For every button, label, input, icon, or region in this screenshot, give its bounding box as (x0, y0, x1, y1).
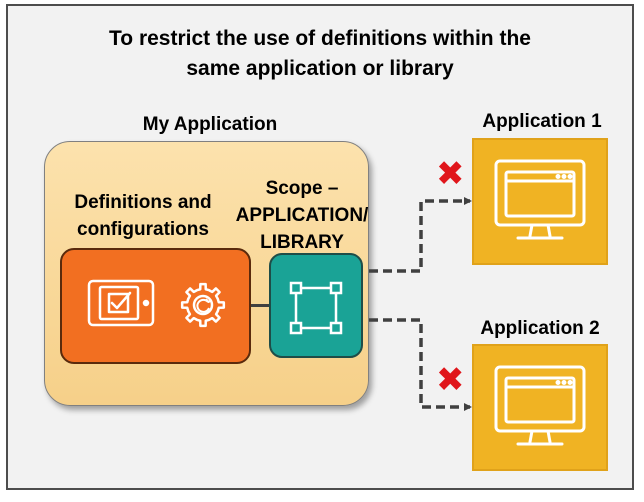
application-1-blocked-icon: ✖ (436, 154, 465, 194)
diagram-title: To restrict the use of definitions withi… (40, 24, 600, 84)
monitor-icon (494, 159, 586, 240)
arrow-to-application-1 (369, 197, 472, 273)
title-line-2: same application or library (186, 57, 454, 80)
monitor-icon (494, 365, 586, 446)
scope-label: Scope – APPLICATION/ LIBRARY (232, 175, 372, 256)
definitions-box (60, 248, 251, 364)
checkbox-tablet-icon (87, 279, 155, 327)
scope-label-line-3: LIBRARY (260, 232, 344, 253)
scope-label-line-2: APPLICATION/ (235, 205, 369, 226)
application-2-blocked-icon: ✖ (436, 360, 465, 400)
my-application-label: My Application (142, 114, 278, 135)
definitions-label-line-1: Definitions and (74, 192, 212, 213)
scope-frame-icon (289, 281, 343, 335)
title-line-1: To restrict the use of definitions withi… (109, 27, 531, 50)
application-1-box (472, 138, 608, 265)
scope-box (269, 253, 363, 358)
definitions-label-line-2: configurations (77, 219, 209, 240)
scope-label-line-1: Scope – (265, 178, 339, 199)
gear-icon (180, 282, 226, 328)
application-1-label: Application 1 (482, 111, 602, 132)
application-2-box (472, 344, 608, 471)
definitions-label: Definitions and configurations (58, 189, 228, 243)
application-2-label: Application 2 (480, 318, 600, 339)
definitions-scope-connector (251, 304, 269, 307)
